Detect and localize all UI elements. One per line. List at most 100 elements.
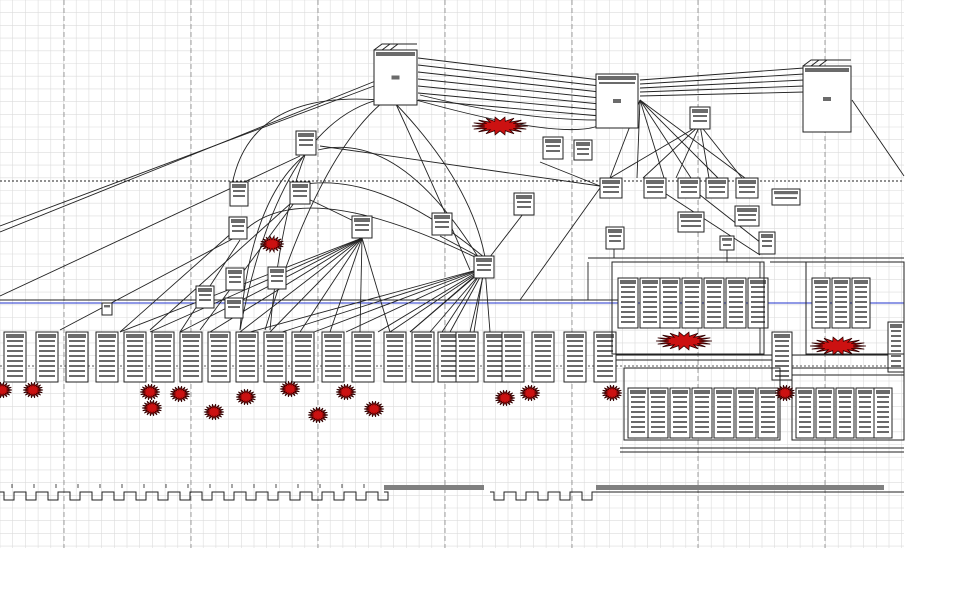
entity-box[interactable] bbox=[411, 331, 435, 383]
connector-curve[interactable] bbox=[239, 97, 386, 331]
connector-line[interactable] bbox=[0, 79, 379, 233]
entity-box[interactable] bbox=[703, 277, 725, 329]
connector-line[interactable] bbox=[329, 237, 363, 333]
entity-box[interactable] bbox=[531, 331, 555, 383]
entity-box[interactable] bbox=[263, 331, 287, 383]
connector-line[interactable] bbox=[361, 237, 391, 333]
entity-box[interactable] bbox=[747, 277, 769, 329]
connector-line[interactable] bbox=[119, 229, 236, 333]
connector-line[interactable] bbox=[59, 234, 241, 331]
connector-curve[interactable] bbox=[419, 94, 599, 121]
entity-box[interactable] bbox=[513, 192, 535, 216]
connector-line[interactable] bbox=[609, 124, 701, 179]
entity-box[interactable] bbox=[351, 215, 373, 239]
entity-box[interactable] bbox=[643, 177, 667, 199]
connector-curve[interactable] bbox=[391, 99, 486, 258]
entity-box[interactable] bbox=[595, 73, 639, 129]
entity-box[interactable] bbox=[757, 387, 779, 439]
connector-line[interactable] bbox=[639, 91, 805, 97]
entity-box[interactable] bbox=[815, 387, 835, 439]
connector-line[interactable] bbox=[639, 67, 805, 81]
entity-group-frame[interactable] bbox=[623, 367, 781, 441]
connector-line[interactable] bbox=[699, 124, 710, 179]
connector-line[interactable] bbox=[299, 237, 363, 333]
entity-box[interactable] bbox=[677, 177, 701, 199]
connector-line[interactable] bbox=[636, 99, 641, 179]
entity-box[interactable] bbox=[228, 216, 248, 240]
entity-box[interactable] bbox=[771, 331, 793, 381]
entity-box[interactable] bbox=[563, 331, 587, 383]
entity-box[interactable] bbox=[795, 387, 815, 439]
entity-group-frame[interactable] bbox=[805, 261, 905, 355]
entity-box[interactable] bbox=[195, 285, 215, 309]
connector-line[interactable] bbox=[485, 213, 524, 263]
entity-box[interactable] bbox=[95, 331, 119, 383]
connector-line[interactable] bbox=[639, 99, 746, 179]
connector-line[interactable] bbox=[639, 73, 805, 85]
entity-box[interactable] bbox=[659, 277, 681, 329]
entity-box[interactable] bbox=[719, 235, 735, 251]
connector-curve[interactable] bbox=[317, 146, 481, 261]
entity-box[interactable] bbox=[455, 331, 479, 383]
entity-box[interactable] bbox=[573, 139, 593, 161]
entity-box[interactable] bbox=[887, 321, 905, 373]
entity-box[interactable] bbox=[3, 331, 27, 383]
entity-box[interactable] bbox=[802, 59, 852, 133]
connector-line[interactable] bbox=[639, 85, 805, 93]
entity-box[interactable] bbox=[599, 177, 623, 199]
connector-line[interactable] bbox=[417, 57, 601, 81]
entity-box[interactable] bbox=[383, 331, 407, 383]
entity-box[interactable] bbox=[101, 302, 113, 316]
connector-line[interactable] bbox=[519, 187, 601, 301]
connector-line[interactable] bbox=[417, 85, 601, 105]
connector-line[interactable] bbox=[319, 145, 601, 187]
entity-box[interactable] bbox=[437, 331, 461, 383]
entity-box[interactable] bbox=[677, 211, 705, 233]
entity-box[interactable] bbox=[734, 205, 760, 227]
connector-line[interactable] bbox=[642, 124, 701, 179]
entity-box[interactable] bbox=[267, 266, 287, 290]
connector-line[interactable] bbox=[149, 237, 363, 333]
entity-box[interactable] bbox=[735, 387, 757, 439]
connector-line[interactable] bbox=[0, 85, 375, 227]
entity-box[interactable] bbox=[473, 255, 495, 279]
entity-box[interactable] bbox=[851, 277, 871, 329]
connector-line[interactable] bbox=[639, 99, 665, 179]
connector-line[interactable] bbox=[639, 79, 805, 89]
entity-box[interactable] bbox=[151, 331, 175, 383]
entity-box[interactable] bbox=[835, 387, 855, 439]
entity-box[interactable] bbox=[758, 231, 776, 255]
connector-line[interactable] bbox=[269, 237, 363, 333]
connector-line[interactable] bbox=[699, 124, 743, 179]
connector-line[interactable] bbox=[417, 64, 601, 87]
entity-box[interactable] bbox=[321, 331, 345, 383]
entity-box[interactable] bbox=[542, 136, 564, 160]
entity-box[interactable] bbox=[691, 387, 713, 439]
connector-line[interactable] bbox=[639, 99, 692, 179]
entity-box[interactable] bbox=[289, 181, 311, 205]
entity-box[interactable] bbox=[831, 277, 851, 329]
entity-group-frame[interactable] bbox=[611, 261, 765, 355]
connector-line[interactable] bbox=[0, 155, 301, 297]
connector-curve[interactable] bbox=[239, 207, 486, 263]
entity-box[interactable] bbox=[855, 387, 875, 439]
connector-curve[interactable] bbox=[299, 182, 486, 259]
entity-box[interactable] bbox=[639, 277, 661, 329]
entity-box[interactable] bbox=[123, 331, 147, 383]
connector-curve[interactable] bbox=[269, 154, 306, 331]
entity-box[interactable] bbox=[295, 130, 317, 156]
connector-line[interactable] bbox=[417, 99, 601, 117]
entity-box[interactable] bbox=[811, 277, 831, 329]
connector-curve[interactable] bbox=[394, 101, 471, 271]
connector-line[interactable] bbox=[417, 78, 601, 99]
connector-line[interactable] bbox=[539, 161, 601, 187]
entity-box[interactable] bbox=[501, 331, 525, 383]
entity-box[interactable] bbox=[235, 331, 259, 383]
entity-box[interactable] bbox=[65, 331, 89, 383]
entity-box[interactable] bbox=[705, 177, 729, 199]
connector-line[interactable] bbox=[199, 194, 301, 331]
entity-box[interactable] bbox=[735, 177, 759, 199]
connector-line[interactable] bbox=[659, 189, 761, 256]
entity-box[interactable] bbox=[225, 267, 245, 291]
entity-box[interactable] bbox=[771, 188, 801, 206]
